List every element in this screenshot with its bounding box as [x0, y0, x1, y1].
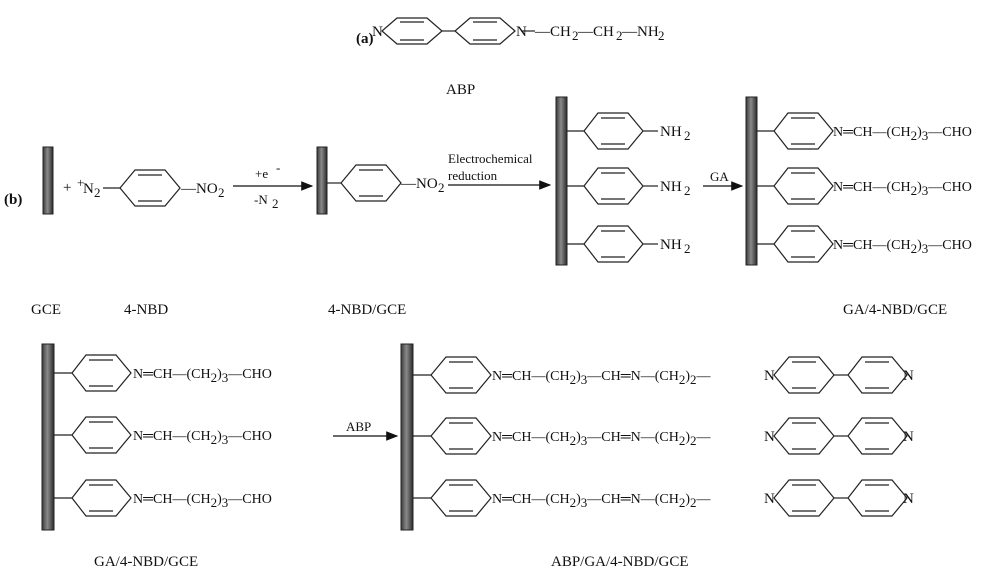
- abp-ring-nitrogen-2: N: [516, 24, 527, 40]
- electrode-gce: [42, 146, 54, 215]
- arrow-3-label: GA: [710, 169, 729, 184]
- abp-final-n-3: N: [764, 491, 775, 507]
- ga-bottom-chain-1: N═CH—(CH2)3—CHO: [133, 367, 272, 385]
- amine-3-sub: 2: [684, 241, 691, 256]
- ga-top-chain-3: N═CH—(CH2)3—CHO: [833, 238, 972, 256]
- abp-chain-3: N═CH—(CH2)3—CH═N—(CH2)2—: [492, 492, 712, 510]
- abp-final-n-1: N: [764, 368, 775, 384]
- arrow-4-label: ABP: [346, 419, 371, 434]
- abp-structure: [381, 17, 535, 45]
- arrow-2-line1: Electrochemical: [448, 151, 533, 166]
- label-a: (a): [356, 31, 374, 47]
- abp-chain-ch: —CH: [534, 24, 571, 40]
- nbd-gce-nitro-sub: 2: [438, 180, 445, 195]
- abp-final-rings: [413, 356, 908, 517]
- amine-1-sub: 2: [684, 128, 691, 143]
- arrow-1-bottom-sub: 2: [272, 196, 279, 211]
- electrode-ga-top: [745, 96, 758, 266]
- label-4-nbd: 4-NBD: [124, 302, 168, 318]
- abp-chain-2: N═CH—(CH2)3—CH═N—(CH2)2—: [492, 430, 712, 448]
- label-ga-4-nbd-gce-bottom: GA/4-NBD/GCE: [94, 554, 198, 570]
- ga-top-rings: [757, 112, 834, 263]
- abp-sub-2: 2: [616, 28, 623, 43]
- abp-final-n-2: N: [764, 429, 775, 445]
- label-gce: GCE: [31, 302, 61, 318]
- diazo-n: N: [83, 181, 94, 197]
- amine-1: NH: [660, 124, 682, 140]
- amine-3: NH: [660, 237, 682, 253]
- nbd-ring: [103, 169, 181, 207]
- plus-sign: +: [63, 180, 71, 196]
- abp-final-n-1b: N: [903, 368, 914, 384]
- diazo-plus: +: [77, 175, 84, 190]
- ga-bottom-chain-3: N═CH—(CH2)3—CHO: [133, 492, 272, 510]
- abp-final-n-3b: N: [903, 491, 914, 507]
- abp-ring-nitrogen: N: [372, 24, 383, 40]
- abp-chain-nh: —NH: [621, 24, 659, 40]
- label-ga-4-nbd-gce-top: GA/4-NBD/GCE: [843, 302, 947, 318]
- abp-chain-1: N═CH—(CH2)3—CH═N—(CH2)2—: [492, 369, 712, 387]
- electrode-nbd-gce: [316, 146, 328, 215]
- abp-sub: 2: [572, 28, 579, 43]
- abp-name: ABP: [446, 82, 475, 98]
- arrow-1-top: +e: [255, 166, 268, 181]
- ga-top-chains: N═CH—(CH2)3—CHO N═CH—(CH2)3—CHO N═CH—(CH…: [833, 125, 972, 256]
- abp-chain-ch2: —CH: [577, 24, 614, 40]
- ga-top-chain-2: N═CH—(CH2)3—CHO: [833, 180, 972, 198]
- electrode-amine: [555, 96, 568, 266]
- abp-final-n-2b: N: [903, 429, 914, 445]
- ga-bottom-chain-2: N═CH—(CH2)3—CHO: [133, 429, 272, 447]
- label-4-nbd-gce: 4-NBD/GCE: [328, 302, 406, 318]
- amine-2-sub: 2: [684, 183, 691, 198]
- arrow-2-line2: reduction: [448, 168, 498, 183]
- diazo-sub: 2: [94, 185, 101, 200]
- nitro-group: —NO: [180, 181, 218, 197]
- abp-final-chains: N═CH—(CH2)3—CH═N—(CH2)2— N═CH—(CH2)3—CH═…: [492, 369, 712, 510]
- abp-sub-3: 2: [658, 28, 665, 43]
- nbd-gce-nitro: —NO: [400, 176, 438, 192]
- label-abp-ga-4-nbd-gce: ABP/GA/4-NBD/GCE: [551, 554, 689, 570]
- arrow-1-bottom: -N: [254, 192, 268, 207]
- nitro-sub: 2: [218, 185, 225, 200]
- ga-bottom-chains: N═CH—(CH2)3—CHO N═CH—(CH2)3—CHO N═CH—(CH…: [133, 367, 272, 510]
- electrode-abp: [400, 343, 414, 531]
- amine-2: NH: [660, 179, 682, 195]
- electrode-ga-bottom: [41, 343, 55, 531]
- arrow-1-top-sup: -: [276, 160, 280, 175]
- ga-bottom-rings: [54, 354, 132, 517]
- nbd-gce-ring: [327, 164, 402, 202]
- ga-top-chain-1: N═CH—(CH2)3—CHO: [833, 125, 972, 143]
- amine-rings: [567, 112, 658, 263]
- label-b: (b): [4, 192, 22, 208]
